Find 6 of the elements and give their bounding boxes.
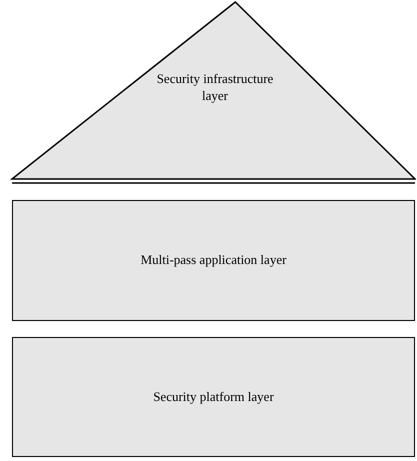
layer-box — [12, 200, 415, 321]
layer-label: Security infrastructure layer — [156, 71, 274, 105]
layer-box — [12, 337, 415, 457]
layer-label: Multi-pass application layer — [140, 252, 286, 269]
layer-triangle — [10, 1, 416, 185]
layer-label: Security platform layer — [153, 388, 274, 406]
